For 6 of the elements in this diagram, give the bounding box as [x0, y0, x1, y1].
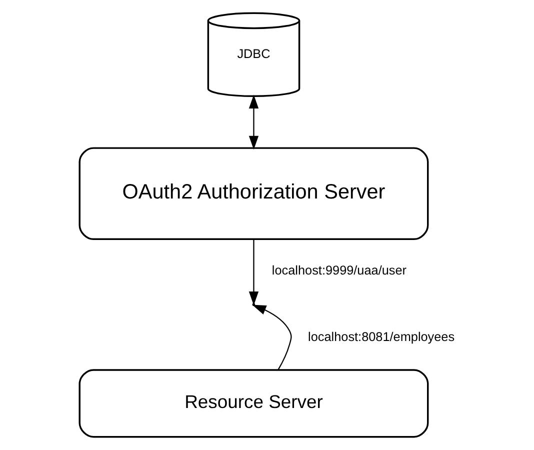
node-box: OAuth2 Authorization Server — [78, 147, 429, 240]
edge-label: localhost:8081/employees — [308, 330, 455, 344]
arrow — [248, 94, 259, 150]
node-box: Resource Server — [78, 369, 429, 438]
edge-label: localhost:9999/uaa/user — [272, 264, 407, 278]
arrow — [252, 304, 292, 370]
